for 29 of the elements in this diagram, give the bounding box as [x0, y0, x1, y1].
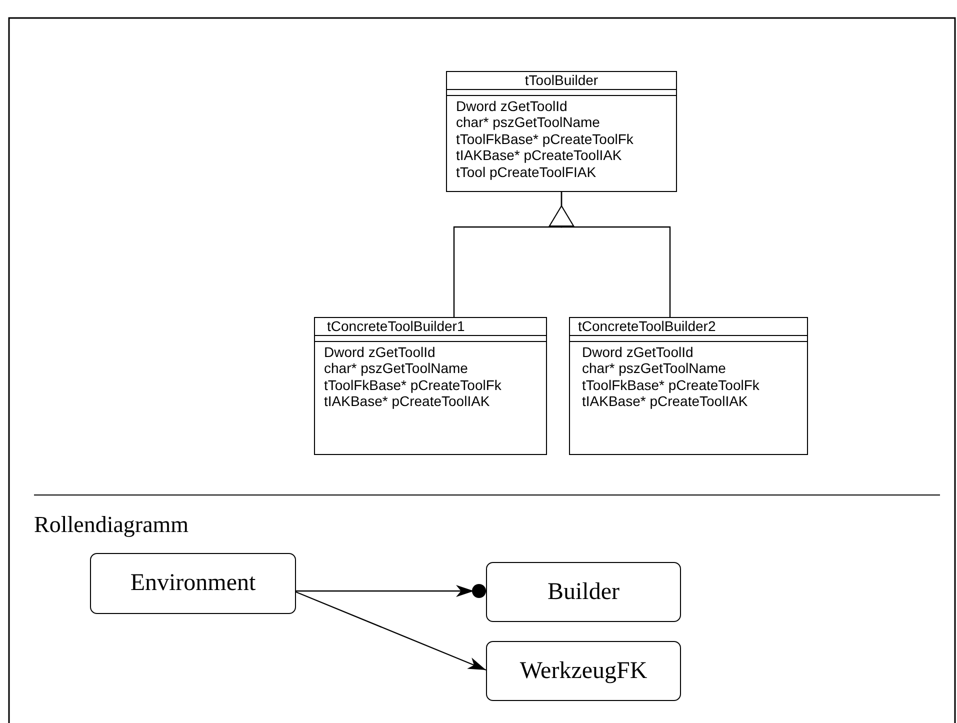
class-box [314, 317, 547, 455]
role-box [90, 553, 296, 614]
class-box [569, 317, 808, 455]
method-text: tTool pCreateToolFIAK [456, 164, 596, 180]
method-text: char* pszGetToolName [456, 114, 600, 130]
method-text: tIAKBase* pCreateToolIAK [324, 393, 490, 410]
role-box [486, 641, 681, 701]
section-heading: Rollendiagramm [34, 512, 189, 538]
method-text: Dword zGetToolId [456, 98, 568, 114]
class-name: tToolBuilder [524, 72, 598, 88]
method-text: Dword zGetToolId [582, 344, 694, 360]
method-text: Dword zGetToolId [324, 344, 436, 360]
method-text: char* pszGetToolName [324, 360, 468, 376]
method-text: tToolFkBase* pCreateToolFk [582, 376, 760, 393]
method-text: tToolFkBase* pCreateToolFk [324, 376, 502, 393]
method-text: tToolFkBase* pCreateToolFk [456, 130, 634, 147]
arrow [296, 591, 486, 671]
arrow [296, 584, 486, 598]
method-text: tIAKBase* pCreateToolIAK [582, 393, 748, 410]
class-name: tConcreteToolBuilder2 [578, 318, 716, 334]
role-name: Environment [130, 570, 256, 597]
role-box [486, 562, 681, 622]
class-name: tConcreteToolBuilder1 [327, 318, 465, 334]
role-name: Builder [548, 578, 620, 606]
inheritance-arrow [549, 192, 671, 317]
role-name: WerkzeugFK [520, 658, 648, 684]
method-text: tIAKBase* pCreateToolIAK [456, 147, 622, 164]
class-box [446, 71, 677, 192]
method-text: char* pszGetToolName [582, 360, 726, 376]
